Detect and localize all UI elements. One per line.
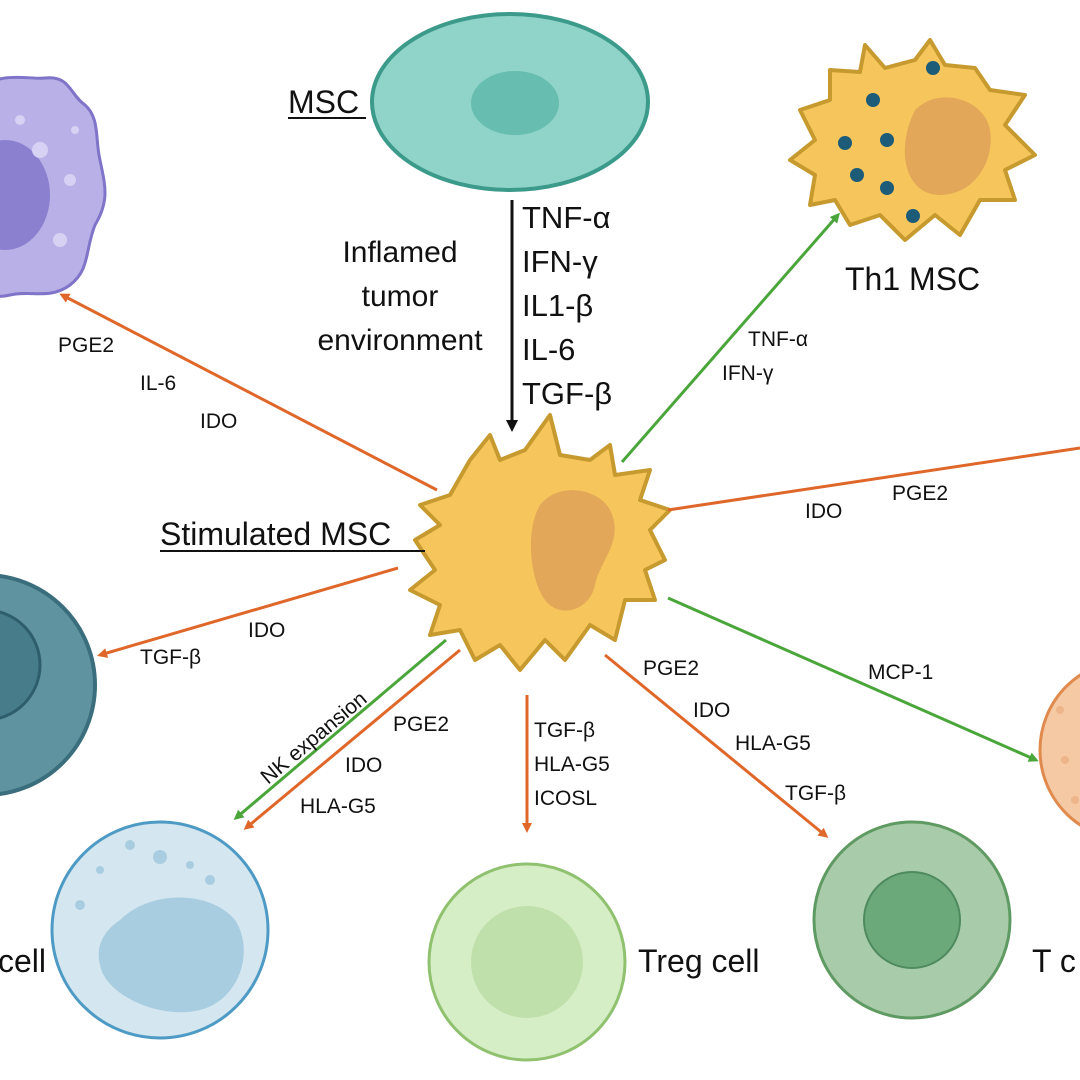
nk-cell xyxy=(50,820,270,1040)
arrow-to-nk xyxy=(243,648,461,830)
left-label-tgf: TGF-β xyxy=(140,646,201,669)
th1-msc-label: Th1 MSC xyxy=(845,261,980,297)
cytokine-ifn: IFN-γ xyxy=(522,244,598,279)
right-label-ido: IDO xyxy=(805,500,842,523)
arrow-nk-expansion xyxy=(233,638,447,820)
th1-label-ifn: IFN-γ xyxy=(722,362,774,385)
lr-label-mcp1: MCP-1 xyxy=(868,661,933,684)
cytokine-il1: IL1-β xyxy=(522,288,593,323)
stimulated-msc-cell xyxy=(408,413,672,672)
inflamed-line-3: environment xyxy=(317,324,483,357)
tcell-label-hla: HLA-G5 xyxy=(735,732,811,755)
cytokine-tnf: TNF-α xyxy=(522,200,611,235)
nk-label-ido: IDO xyxy=(345,754,382,777)
inflamed-line-2: tumor xyxy=(362,280,439,313)
nk-cell-label: cell xyxy=(0,943,46,979)
treg-label-tgf: TGF-β xyxy=(534,719,595,742)
t-cell xyxy=(812,820,1012,1020)
treg-label-icosl: ICOSL xyxy=(534,787,597,810)
arrow-to-left xyxy=(97,566,399,658)
right-cell xyxy=(1038,673,1080,827)
t-cell-label: T c xyxy=(1032,943,1076,979)
cytokine-tgf: TGF-β xyxy=(522,376,612,411)
tcell-label-pge2: PGE2 xyxy=(643,657,699,680)
treg-cell xyxy=(427,862,627,1062)
ul-label-ido: IDO xyxy=(200,410,237,433)
tcell-label-ido: IDO xyxy=(693,699,730,722)
nk-label-hla: HLA-G5 xyxy=(300,795,376,818)
msc-label: MSC xyxy=(288,84,359,120)
tcell-label-tgf: TGF-β xyxy=(785,782,846,805)
right-label-pge2: PGE2 xyxy=(892,482,948,505)
ul-label-il6: IL-6 xyxy=(140,372,176,395)
ul-label-pge2: PGE2 xyxy=(58,334,114,357)
treg-label-hla: HLA-G5 xyxy=(534,753,610,776)
arrow-to-tcell xyxy=(604,653,829,838)
macrophage-cell xyxy=(0,75,107,298)
arrow-to-lower-right xyxy=(667,596,1039,762)
treg-cell-label: Treg cell xyxy=(638,943,760,979)
arrow-to-upper-left xyxy=(59,293,438,492)
th1-msc-cell xyxy=(788,38,1037,242)
nk-label-pge2: PGE2 xyxy=(393,713,449,736)
stimulated-msc-label: Stimulated MSC xyxy=(160,516,391,552)
cytokine-il6: IL-6 xyxy=(522,332,575,367)
inflamed-line-1: Inflamed xyxy=(342,236,457,269)
left-label-ido: IDO xyxy=(248,619,285,642)
arrow-to-right xyxy=(667,446,1080,512)
left-cell xyxy=(0,574,97,796)
msc-cell xyxy=(370,12,650,192)
arrow-to-th1 xyxy=(620,212,840,463)
th1-label-tnf: TNF-α xyxy=(748,328,808,351)
